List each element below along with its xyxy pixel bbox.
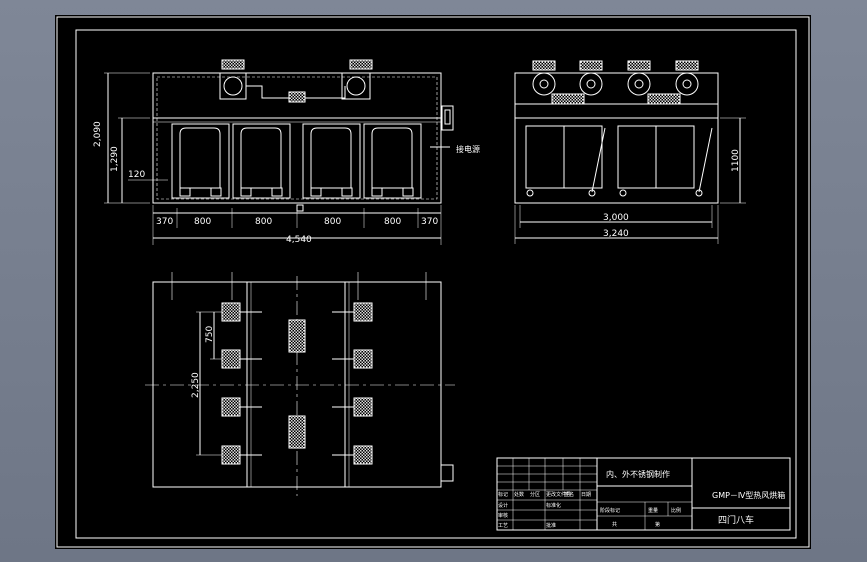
power-callout: 接电源 [456, 144, 480, 154]
title-name: 四门八车 [718, 514, 754, 526]
dim-side-total-w: 3,240 [603, 229, 629, 239]
tb-cell: 更改文件号 [546, 491, 571, 498]
dim-front-bay-3: 800 [324, 217, 341, 227]
plan-view [145, 272, 455, 496]
dim-front-bay-4: 800 [384, 217, 401, 227]
title-block-cells: 标记 处数 分区 更改文件号 签名 日期 设计 标准化 审核 工艺 批准 阶段标… [498, 491, 681, 529]
tb-cell: 处数 [514, 491, 524, 498]
tb-cell: 第 [655, 521, 660, 528]
dim-plan-pitch: 750 [205, 326, 215, 343]
outer-frame [56, 16, 810, 548]
side-view [514, 60, 746, 244]
dim-front-bay-1: 800 [194, 217, 211, 227]
front-view [104, 59, 454, 245]
tb-cell: 标准化 [546, 502, 561, 509]
dim-front-body-h: 1,290 [110, 146, 120, 172]
title-model: GMP－Ⅳ型热风烘箱 [712, 490, 785, 500]
tb-cell: 阶段标记 [600, 507, 620, 514]
dim-side-height: 1100 [731, 149, 741, 172]
tb-cell: 比例 [671, 507, 681, 514]
dim-plan-total: 2,250 [191, 372, 201, 398]
dim-front-side-right: 370 [421, 217, 438, 227]
title-block [496, 457, 791, 531]
title-note: 内、外不锈钢制作 [606, 469, 670, 479]
tb-cell: 审核 [498, 512, 508, 519]
tb-cell: 重量 [648, 507, 658, 514]
dim-front-offset: 120 [128, 170, 145, 180]
tb-cell: 批准 [546, 522, 556, 529]
tb-cell: 标记 [498, 491, 508, 498]
tb-cell: 分区 [530, 491, 540, 498]
dim-front-total-w: 4,540 [286, 235, 312, 245]
dim-front-total-h: 2,090 [93, 121, 103, 147]
tb-cell: 签名 [564, 491, 574, 498]
tb-cell: 设计 [498, 502, 508, 509]
dim-front-bay-2: 800 [255, 217, 272, 227]
dim-side-inner-w: 3,000 [603, 213, 629, 223]
tb-cell: 工艺 [498, 523, 508, 529]
inner-frame [75, 29, 797, 539]
dim-front-side-left: 370 [156, 217, 173, 227]
tb-cell: 日期 [581, 492, 591, 498]
tb-cell: 共 [612, 521, 617, 528]
